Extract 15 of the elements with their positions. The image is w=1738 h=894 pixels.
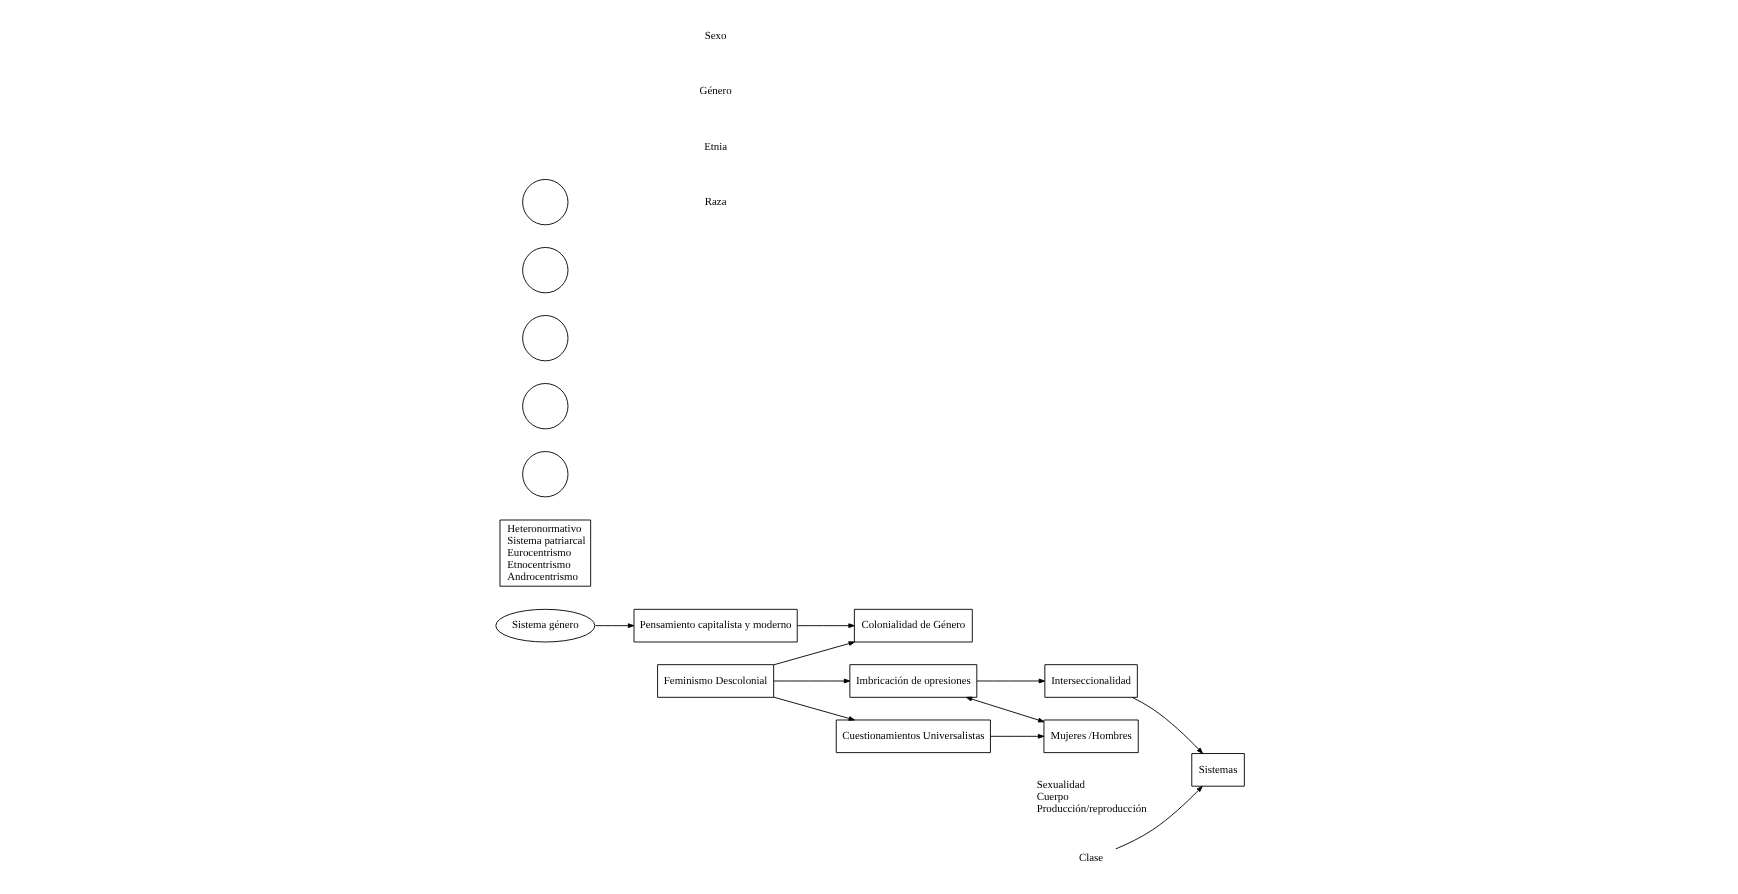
arrow bbox=[772, 641, 854, 666]
arrow bbox=[1114, 785, 1202, 850]
node-circle bbox=[521, 179, 568, 226]
node-circle bbox=[521, 247, 568, 294]
arrow bbox=[772, 678, 850, 684]
arrow bbox=[964, 696, 1044, 723]
arrow bbox=[1130, 696, 1202, 754]
node-circle bbox=[521, 383, 568, 430]
arrow bbox=[772, 696, 854, 721]
arrow bbox=[795, 623, 854, 629]
node-circle bbox=[521, 315, 568, 362]
arrow bbox=[593, 623, 634, 629]
node-circle bbox=[521, 451, 568, 498]
arrow bbox=[975, 678, 1045, 684]
arrow bbox=[989, 733, 1044, 739]
